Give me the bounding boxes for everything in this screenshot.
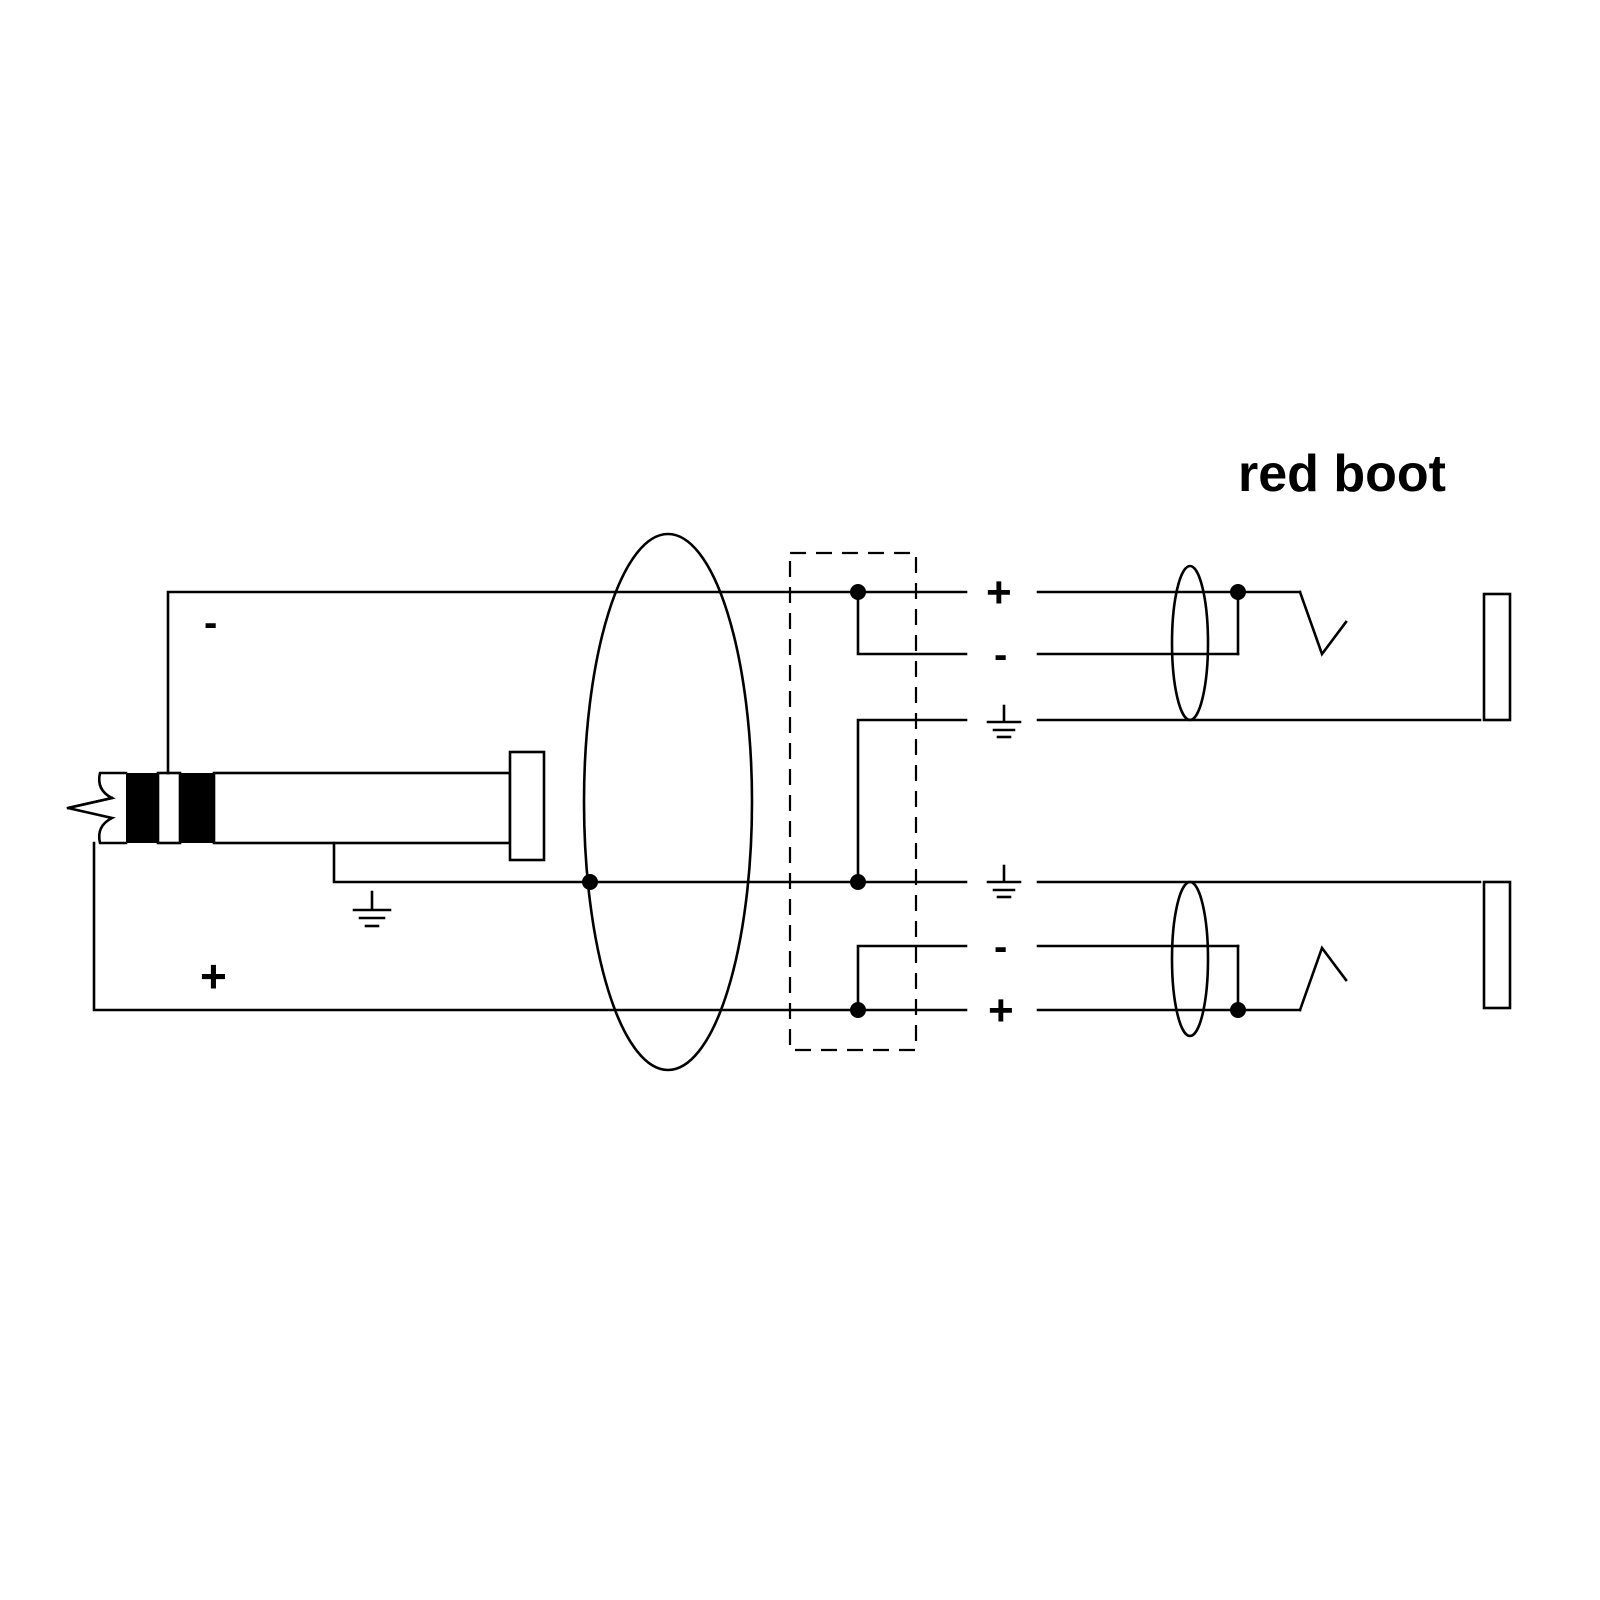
plus-wire bbox=[92, 841, 968, 1012]
boot-color-caption: red boot bbox=[1238, 445, 1446, 503]
top-jack-junction bbox=[1230, 584, 1246, 600]
split-bottom-ground-icon bbox=[986, 864, 1022, 899]
splitter-box bbox=[788, 551, 918, 1052]
split-top-minus-label: - bbox=[994, 633, 1007, 677]
split-top-plus-label: + bbox=[986, 568, 1012, 617]
shield-junction bbox=[582, 874, 598, 890]
bottom-bridge bbox=[856, 944, 968, 1012]
plug-ground-icon bbox=[352, 890, 392, 928]
bottom-jack-spring bbox=[1298, 945, 1348, 1012]
ground-bridge bbox=[856, 718, 968, 884]
top-jack-spring bbox=[1298, 590, 1348, 657]
plug-tip-edge bbox=[66, 796, 114, 810]
plug-collar bbox=[508, 750, 546, 862]
top-junction bbox=[850, 584, 866, 600]
bottom-jack-sleeve bbox=[1482, 880, 1512, 1010]
bottom-output-jack bbox=[1036, 880, 1512, 1038]
top-bridge bbox=[856, 590, 968, 656]
ground-junction bbox=[850, 874, 866, 890]
cable-shield-ellipse bbox=[582, 532, 754, 1072]
bottom-jack-junction bbox=[1230, 1002, 1246, 1018]
plug-ring-band-2 bbox=[180, 773, 214, 843]
stereo-plug bbox=[66, 750, 546, 862]
plug-sleeve bbox=[212, 771, 512, 845]
bottom-junction bbox=[850, 1002, 866, 1018]
split-bottom-plus-label: + bbox=[988, 986, 1014, 1035]
top-output-jack bbox=[1036, 564, 1512, 722]
bottom-shield-ellipse bbox=[1170, 880, 1210, 1038]
top-jack-sleeve bbox=[1482, 592, 1512, 722]
plug-insulator bbox=[156, 771, 182, 845]
plug-ring-band-1 bbox=[126, 773, 158, 843]
ground-wire bbox=[332, 841, 968, 884]
plug-tip bbox=[67, 771, 128, 845]
plug-minus-label: - bbox=[204, 601, 217, 645]
split-top-ground-icon bbox=[986, 704, 1022, 739]
minus-wire bbox=[166, 590, 968, 775]
plug-plus-label: + bbox=[200, 950, 227, 1002]
top-shield-ellipse bbox=[1170, 564, 1210, 722]
split-bottom-minus-label: - bbox=[994, 925, 1007, 969]
